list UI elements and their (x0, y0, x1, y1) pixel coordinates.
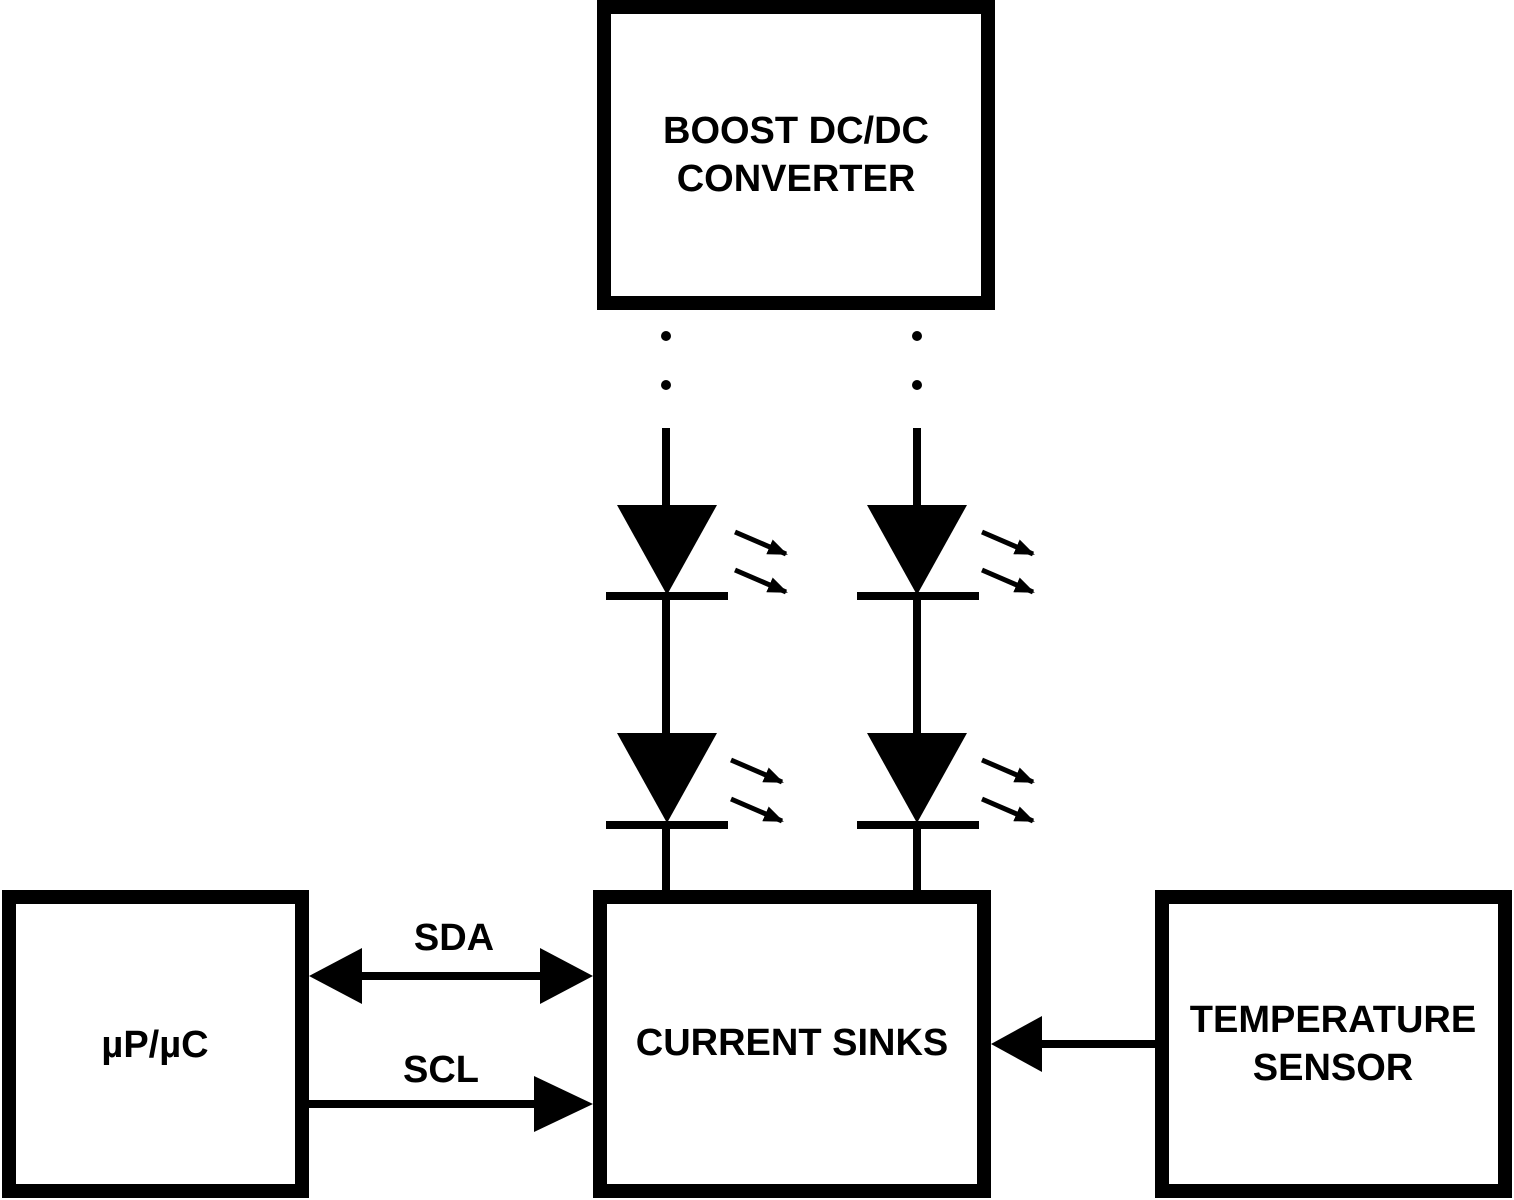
sda-arrow-left-icon (309, 948, 362, 1004)
scl-arrow-right-icon (534, 1076, 593, 1132)
sda-label: SDA (414, 917, 494, 959)
temperature-sensor-label-line1: TEMPERATURE (1190, 999, 1476, 1041)
light-emission-icon (981, 757, 1035, 824)
temperature-sensor-label-line2: SENSOR (1253, 1047, 1413, 1089)
led-diode-icon (867, 505, 967, 595)
scl-line-group: SCL (309, 1049, 593, 1132)
processor-label: µP/µC (101, 1024, 208, 1066)
sda-bus: SDA (309, 917, 593, 1004)
dot (661, 380, 671, 390)
boost-converter-label-line2: CONVERTER (677, 158, 916, 200)
boost-converter-box (597, 0, 995, 310)
light-emission-icon (734, 529, 788, 595)
dot (912, 380, 922, 390)
led-string-1 (606, 428, 788, 890)
dot (661, 331, 671, 341)
temp-arrow-left-icon (991, 1016, 1042, 1072)
temperature-sensor-box (1155, 890, 1512, 1198)
dot (912, 331, 922, 341)
processor-box (2, 890, 309, 1198)
boost-converter-label-line1: BOOST DC/DC (663, 110, 929, 152)
light-emission-icon (730, 757, 784, 824)
led-diode-icon (617, 733, 717, 823)
boost-converter-block: BOOST DC/DC CONVERTER (597, 0, 995, 310)
temperature-sensor-block: TEMPERATURE SENSOR (1155, 890, 1512, 1198)
current-sinks-block: CURRENT SINKS (593, 890, 991, 1198)
current-sinks-box (593, 890, 991, 1198)
current-sinks-label: CURRENT SINKS (636, 1022, 948, 1064)
processor-block: µP/µC (2, 890, 309, 1198)
scl-label: SCL (403, 1049, 479, 1091)
led-diode-icon (617, 505, 717, 595)
continuation-dots (661, 331, 922, 390)
sda-arrow-right-icon (540, 948, 593, 1004)
light-emission-icon (981, 529, 1035, 595)
temp-to-sinks-connection (991, 1016, 1155, 1072)
led-diode-icon (867, 733, 967, 823)
led-string-2 (857, 428, 1035, 890)
